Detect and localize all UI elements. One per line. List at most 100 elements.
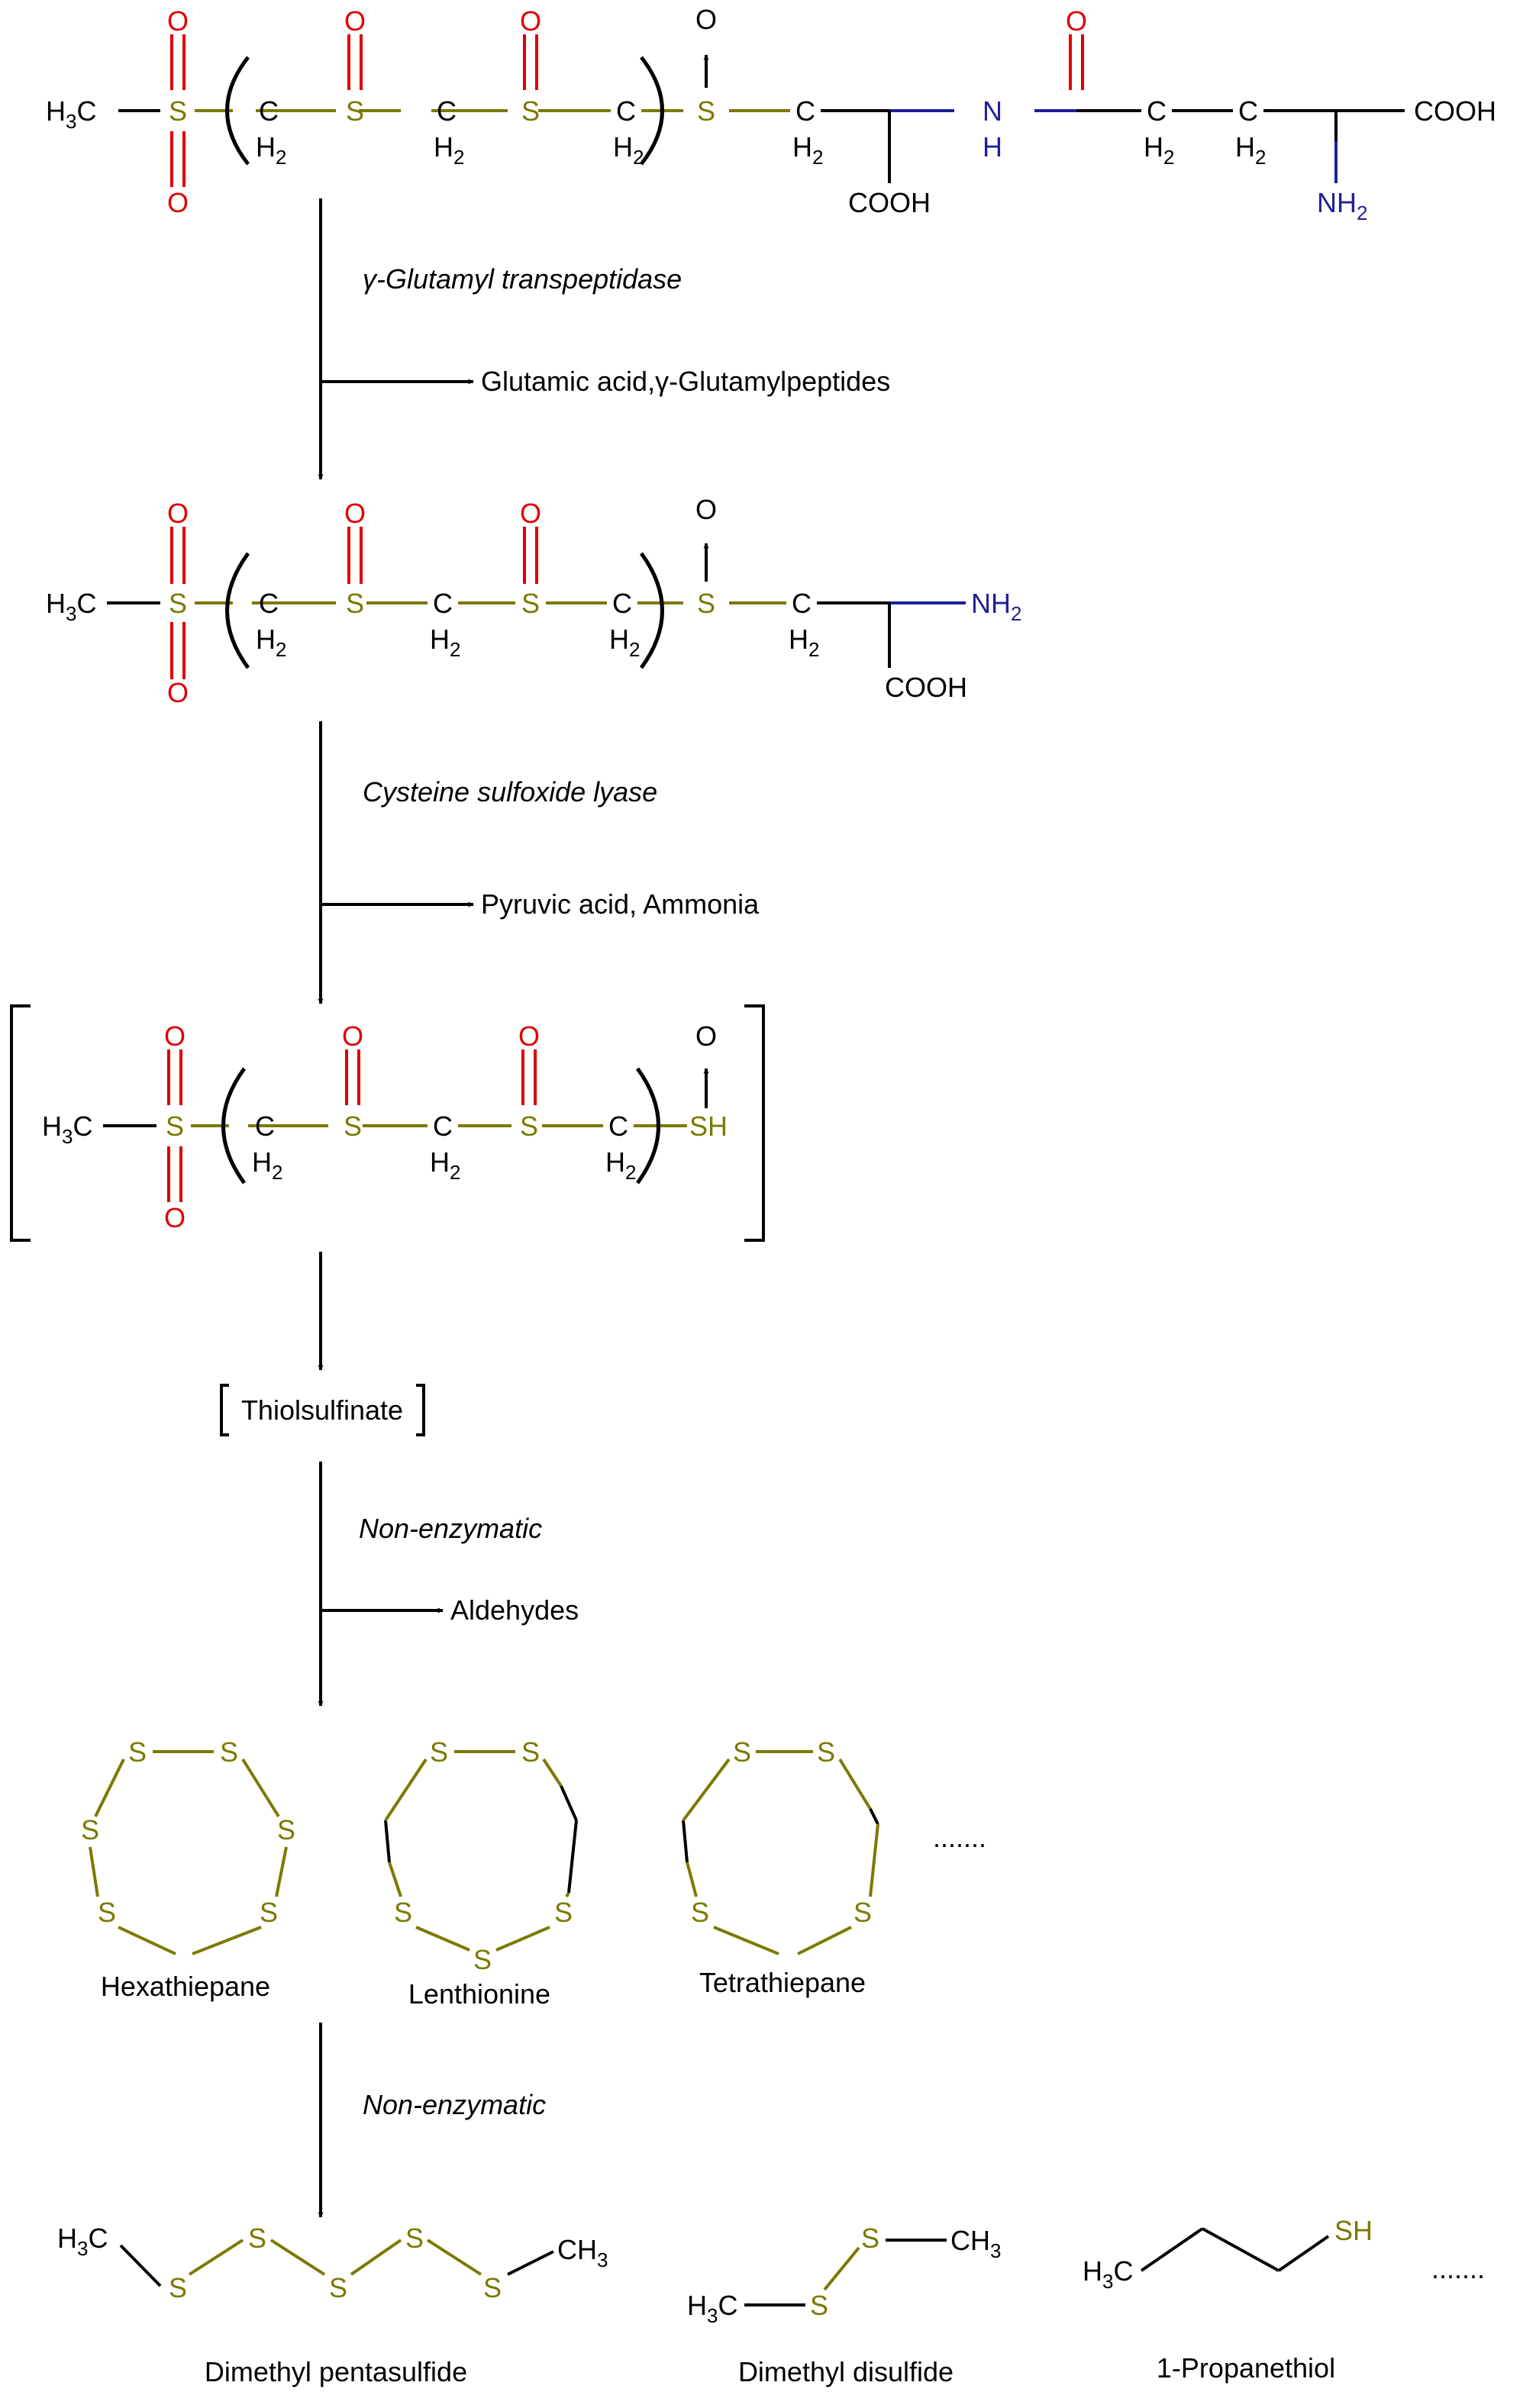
ch3-subscript: 3 [990,2239,1001,2262]
ch3-carbon: C [88,2223,108,2254]
sulfonyl-oxygen-bottom: O [164,1202,186,1233]
ring-sulfur: S [220,1736,238,1768]
methylene-carbon: C [433,588,453,619]
disulfide-sulfur: S [810,2290,828,2321]
svg-text:H3C: H3C [46,588,96,625]
methylene-carbon: C [792,588,812,619]
methylene-carbon: C [612,588,632,619]
methylene-subscript: 2 [812,146,823,169]
compound-name: Dimethyl pentasulfide [205,2356,467,2387]
ch3-carbon: C [718,2290,737,2321]
more-compounds-ellipsis: ....... [933,1822,986,1853]
amide-nitrogen: N [983,95,1002,127]
glu-amine: NH [1317,187,1357,218]
methylene-h: H [430,624,450,655]
reaction-step-1: γ-Glutamyl transpeptidase Glutamic acid,… [318,198,890,480]
methylene-carbon: C [616,95,636,127]
carboxyl-group: COOH [885,672,967,703]
dimethyl-disulfide-structure: H3C S S CH3 Dimethyl disulfide [687,2223,1001,2387]
svg-text:CH3: CH3 [557,2234,608,2271]
reaction-step-4: Non-enzymatic Aldehydes [318,1462,579,1707]
svg-text:H2: H2 [1235,131,1266,169]
methylene-h: H [252,1146,272,1178]
ch3-subscript: 3 [77,2237,88,2260]
sulfoxide-oxygen: O [344,498,366,529]
methylene-carbon: C [259,588,279,619]
sulfoxide-oxygen-arrow: O [695,4,717,35]
sulfoxide-sulfur: S [346,95,364,127]
methylene-subscript: 2 [633,146,644,169]
sulfonyl-oxygen-top: O [167,498,189,529]
svg-text:H2: H2 [789,624,819,661]
chain-sulfur: S [329,2272,347,2303]
svg-text:H2: H2 [252,1146,282,1184]
methylene-carbon: C [608,1111,628,1142]
ch3-group: H [57,2223,77,2254]
methylene-h: H [256,131,276,163]
svg-text:H3C: H3C [42,1111,92,1148]
more-compounds-ellipsis: ....... [1431,2253,1485,2284]
methylene-h: H [1235,131,1255,163]
ring-sulfur: S [394,1897,412,1928]
chain-sulfur: S [248,2223,266,2254]
methylene-h: H [609,624,629,655]
ch3-right: CH [557,2234,597,2265]
thiol-sh: SH [1334,2215,1373,2246]
amine-group: NH [971,588,1011,619]
chain-sulfur: S [169,2272,187,2303]
methylene-carbon: C [795,95,815,127]
svg-text:H2: H2 [605,1146,636,1184]
ring-sulfur: S [430,1736,448,1768]
sulfoxide-oxygen: O [342,1020,363,1052]
ch3-group: H [687,2290,707,2321]
sulfoxide-oxygen: O [520,5,541,37]
ch3-carbon: C [76,588,96,619]
ch3-group: H [46,588,66,619]
sulfoxide-sulfur: S [346,588,364,619]
ch3-subscript: 3 [62,1125,73,1148]
sulfoxide-oxygen-arrow: O [695,1020,717,1052]
ch3-subscript: 3 [707,2304,718,2327]
svg-text:H2: H2 [256,624,286,661]
svg-text:H2: H2 [434,131,464,169]
ch3-subscript: 3 [1102,2270,1113,2293]
ring-sulfur: S [260,1897,278,1928]
methylene-subscript: 2 [450,1161,460,1184]
methylene-h: H [434,131,453,163]
methylene-carbon: C [1238,95,1258,127]
propanethiol-structure: H3C SH 1-Propanethiol [1083,2215,1373,2384]
thiolsulfinate-label: Thiolsulfinate [241,1394,403,1426]
methylene-subscript: 2 [276,638,286,661]
ring-sulfur: S [473,1944,492,1975]
svg-text:H2: H2 [792,131,823,169]
sulfoxide-sulfur: S [521,588,540,619]
chain-sulfur: S [405,2223,424,2254]
reaction-step-2: Cysteine sulfoxide lyase Pyruvic acid, A… [318,721,760,1004]
svg-text:NH2: NH2 [1317,187,1367,224]
methylene-h: H [605,1146,625,1178]
ch3-carbon: C [76,95,96,127]
glu-amine-subscript: 2 [1357,201,1367,224]
ch3-right: CH [950,2225,990,2256]
sulfoxide-sulfur: S [521,95,540,127]
ring-sulfur: S [854,1897,872,1928]
svg-text:H3C: H3C [1083,2255,1133,2293]
precursor-gamma-glutamyl-peptide: H3C S O O C H2 S O C H2 S O C H2 S O C H… [46,4,1496,224]
sulfonyl-oxygen-top: O [164,1020,186,1052]
svg-text:H3C: H3C [687,2290,737,2327]
svg-text:H2: H2 [256,131,286,169]
svg-text:H2: H2 [1144,131,1174,169]
methylene-carbon: C [255,1111,275,1142]
process-label: Non-enzymatic [359,1513,542,1544]
compound-name: Lenthionine [408,1978,550,2010]
sulfonyl-sulfur: S [166,1111,184,1142]
dimethyl-pentasulfide-structure: H3C S S S S S CH3 Dimethyl pentasulfide [57,2223,608,2387]
svg-text:H2: H2 [430,1146,460,1184]
compound-name: 1-Propanethiol [1157,2352,1335,2384]
ring-sulfur: S [81,1814,99,1845]
svg-text:H3C: H3C [57,2223,108,2260]
ch3-carbon: C [1113,2255,1133,2287]
ring-sulfur: S [277,1814,295,1845]
ch3-subscript: 3 [597,2248,608,2271]
